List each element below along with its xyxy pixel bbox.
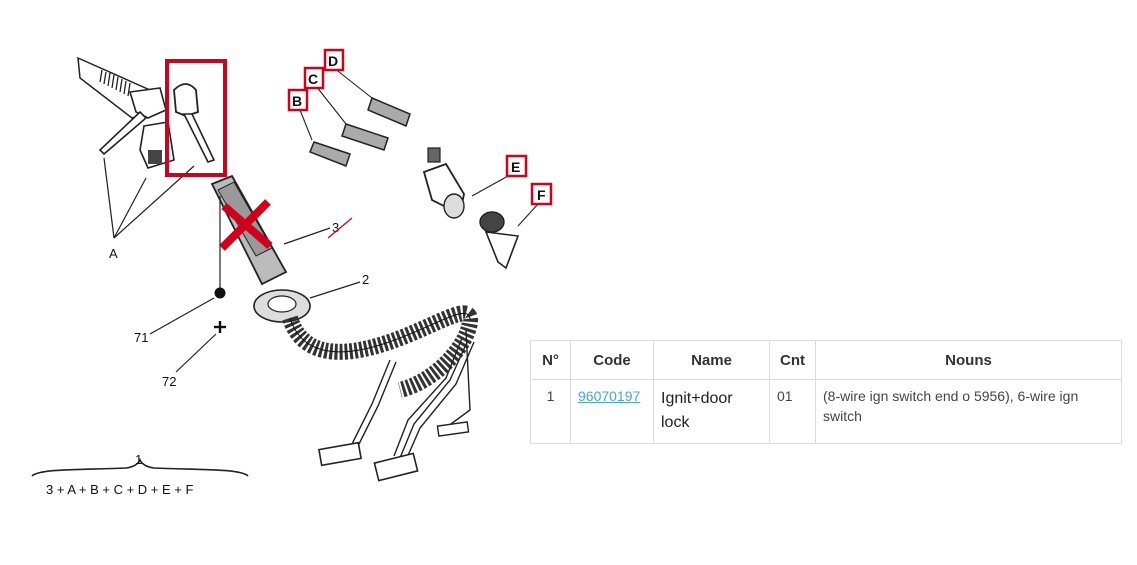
exploded-parts-diagram: A 3 71 72 2 [31,48,553,497]
label-71-leader [149,297,215,335]
svg-text:F: F [537,187,546,203]
callout-c: C [303,66,325,90]
lock-cylinder-b [309,141,351,167]
wiring-harness-conduit [282,305,479,398]
harness-wires [351,329,475,461]
key-highlighted [173,83,216,163]
cell-code: 96070197 [570,379,654,444]
svg-text:E: E [511,159,520,175]
connector-right [373,452,419,482]
parts-table: N° Code Name Cnt Nouns 1 96070197 Ignit+… [530,340,1122,444]
key-left [98,87,167,156]
label-a-leaders [103,157,195,239]
callout-f: F [530,182,553,206]
label-72-leader [175,333,217,373]
assembly-formula: 3 + A + B + C + D + E + F [46,482,193,497]
header-nouns: Nouns [815,340,1122,380]
cell-cnt: 01 [769,379,816,444]
cell-no: 1 [530,379,571,444]
svg-text:C: C [308,71,318,87]
cell-nouns: (8-wire ign switch end o 5956), 6-wire i… [815,379,1122,444]
table-header-row: N° Code Name Cnt Nouns [530,340,1122,380]
table-row: 1 96070197 Ignit+door lock 01 (8-wire ig… [530,379,1122,444]
highlight-box [165,59,227,177]
label-f-leader [517,203,539,227]
label-a: A [109,246,118,261]
assembly-brace [31,458,249,477]
label-2: 2 [362,272,369,287]
switch-flange [253,289,311,323]
label-2-leader [309,281,361,299]
harness-outline [289,312,471,353]
lock-cylinder-d [367,96,411,128]
cell-name: Ignit+door lock [653,379,770,444]
callout-d: D [323,48,345,72]
callout-b: B [287,88,309,112]
header-no: N° [530,340,571,380]
header-code: Code [570,340,654,380]
label-3: 3 [332,220,339,235]
lock-cylinder-c [341,123,389,151]
door-lock-f [479,211,520,270]
plus-marker [214,321,226,333]
dot-marker [214,287,226,299]
label-1: 1 [135,452,142,467]
header-name: Name [653,340,770,380]
red-cross-mark [219,199,273,251]
connector-left [317,441,363,467]
callout-e: E [505,154,528,178]
header-cnt: Cnt [769,340,816,380]
label-3-strike [327,217,353,239]
part-code-link[interactable]: 96070197 [578,388,641,404]
svg-text:D: D [328,53,338,69]
label-e-leader [471,175,509,197]
label-3-leader [283,227,331,245]
small-connector [436,421,470,437]
svg-text:B: B [292,93,302,109]
label-72: 72 [162,374,176,389]
cylinder-leaders [299,67,373,141]
label-71: 71 [134,330,148,345]
door-lock-e [422,147,465,219]
